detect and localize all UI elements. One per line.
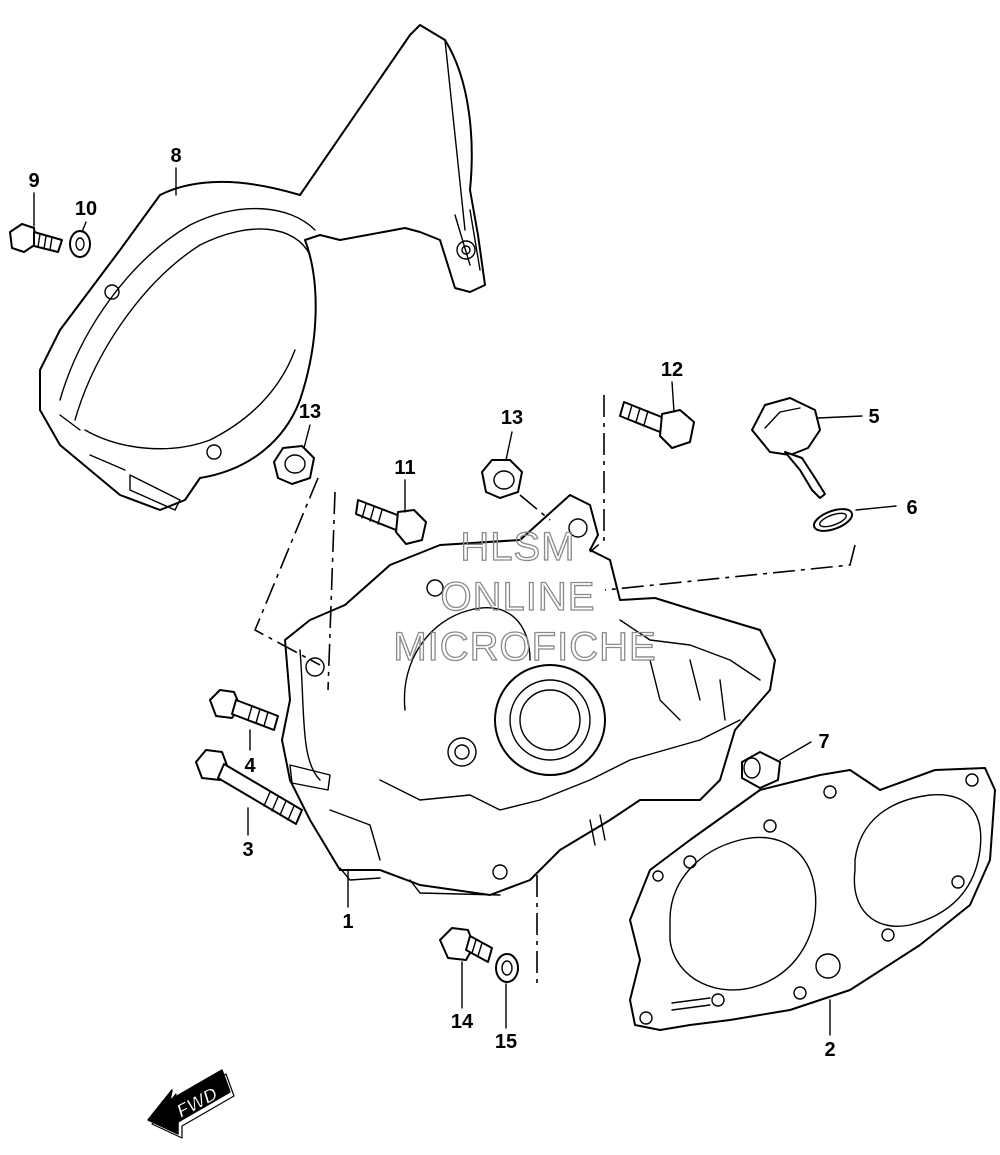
oring-part-6 xyxy=(812,508,854,532)
nut-part-13-right xyxy=(481,459,523,499)
callout-1: 1 xyxy=(342,911,353,933)
callout-5: 5 xyxy=(868,406,879,428)
callout-9: 9 xyxy=(28,170,39,192)
gasket-part-2 xyxy=(629,767,996,1031)
bolt-part-12 xyxy=(619,401,695,449)
bolt-part-4 xyxy=(209,689,279,731)
bolt-part-14 xyxy=(439,927,493,963)
callout-6: 6 xyxy=(906,497,917,519)
crankcase-part-1 xyxy=(281,494,776,896)
callout-13-left: 13 xyxy=(299,401,321,423)
watermark-line-2: ONLINE xyxy=(441,575,596,619)
watermark: HLSM ONLINE MICROFICHE xyxy=(393,524,657,669)
alignment-lines xyxy=(253,395,856,985)
washer-part-10 xyxy=(69,230,91,258)
leader-lines xyxy=(33,167,897,1036)
bolt-part-9 xyxy=(9,223,63,253)
callout-11: 11 xyxy=(394,457,415,479)
watermark-line-3: MICROFICHE xyxy=(393,625,656,669)
callout-3: 3 xyxy=(242,839,253,861)
callout-7: 7 xyxy=(818,731,829,753)
callout-10: 10 xyxy=(75,198,97,220)
callout-13-right: 13 xyxy=(501,407,523,429)
bolt-part-3 xyxy=(195,749,303,825)
bolt-part-11 xyxy=(355,499,427,545)
washer-part-15 xyxy=(495,953,519,983)
watermark-line-1: HLSM xyxy=(460,525,575,569)
plug-part-5 xyxy=(751,397,826,499)
callout-12: 12 xyxy=(661,359,683,381)
fwd-direction-arrow: FWD xyxy=(147,1069,235,1139)
cover-part-8 xyxy=(39,24,486,511)
callout-labels: 8 9 10 13 11 13 12 5 6 7 4 3 1 14 15 2 xyxy=(28,145,917,1061)
dowel-part-7 xyxy=(741,751,781,789)
callout-8: 8 xyxy=(170,145,181,167)
callout-15: 15 xyxy=(495,1031,517,1053)
callout-2: 2 xyxy=(824,1039,835,1061)
callout-14: 14 xyxy=(451,1011,474,1033)
callout-4: 4 xyxy=(244,755,256,777)
nut-part-13-left xyxy=(273,445,315,485)
